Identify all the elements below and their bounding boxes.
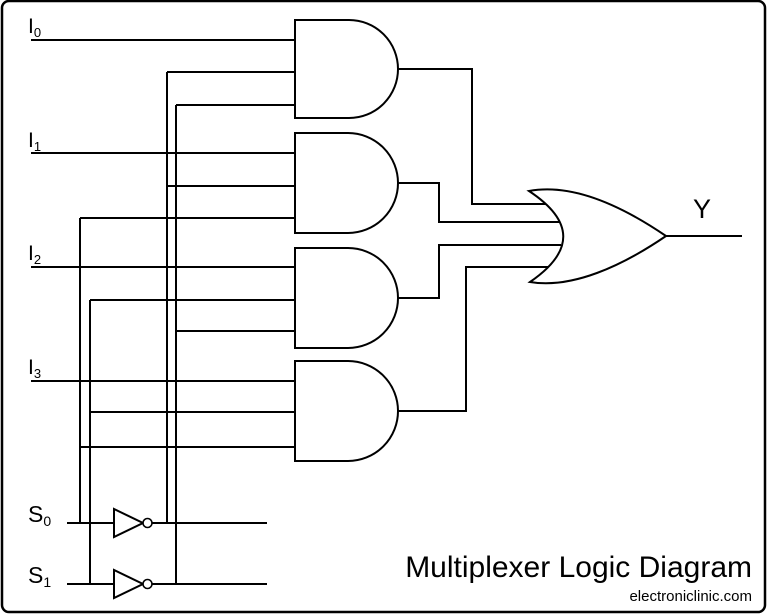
and-gate-i2 — [294, 247, 399, 349]
not-gate-s0 — [113, 507, 153, 539]
wires — [31, 39, 742, 585]
not-gate-s1-bubble — [142, 578, 153, 590]
and-gate-i1 — [294, 132, 399, 234]
wire-and1-to-or — [398, 68, 561, 205]
or-gate-output — [526, 188, 668, 285]
wire-and3-to-or — [398, 244, 561, 299]
watermark-text: electroniclinic.com — [629, 588, 752, 605]
not-gate-s1 — [113, 568, 153, 600]
diagram-title: Multiplexer Logic Diagram — [405, 551, 752, 584]
label-input-i2: I2 — [28, 242, 41, 267]
not-gate-s0-triangle — [113, 507, 146, 539]
not-gate-s1-triangle — [113, 568, 146, 600]
label-select-s0: S0 — [28, 501, 51, 529]
label-input-i3: I3 — [28, 356, 41, 381]
label-input-i0: I0 — [28, 15, 41, 40]
wire-and2-to-or — [398, 182, 561, 223]
wire-and4-to-or — [398, 266, 561, 412]
not-gate-s0-bubble — [142, 517, 153, 529]
label-output-y: Y — [693, 194, 711, 224]
label-input-i1: I1 — [28, 129, 41, 154]
and-gate-i0 — [294, 19, 399, 119]
and-gate-i3 — [294, 360, 399, 462]
label-select-s1: S1 — [28, 562, 51, 590]
